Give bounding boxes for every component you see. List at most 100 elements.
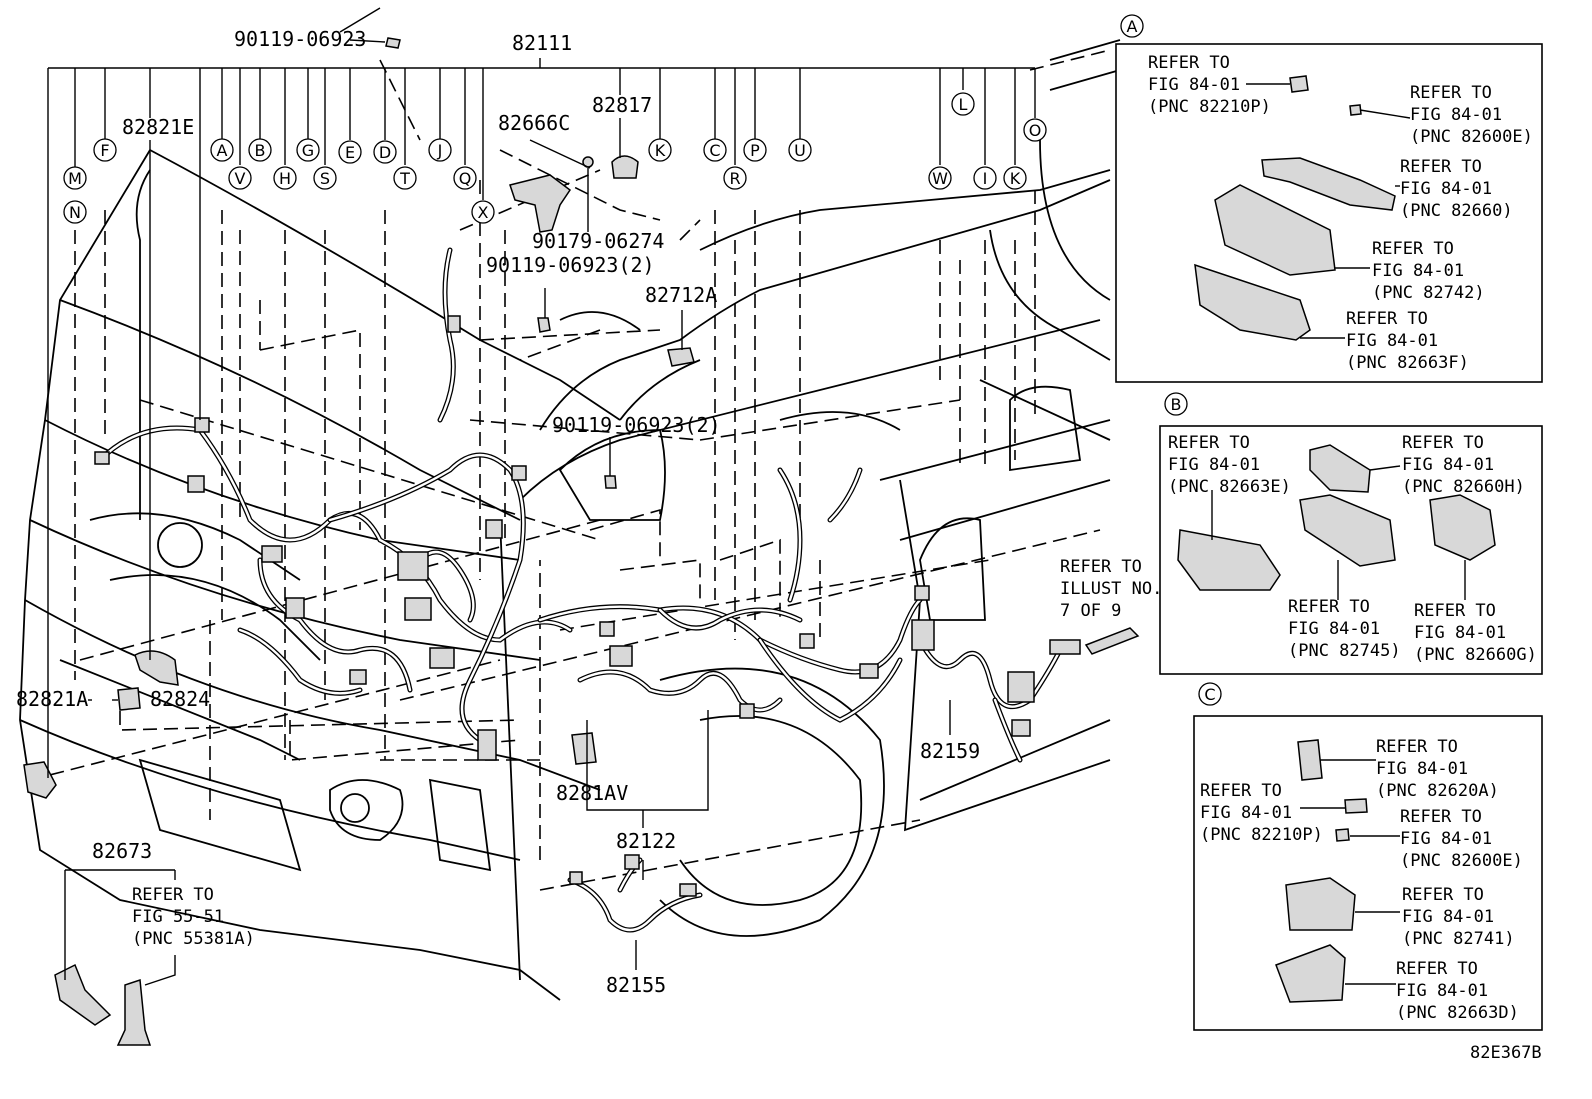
callout-circle-e <box>338 140 362 164</box>
callout-letter-s: S <box>320 169 330 188</box>
callout-circle-j <box>428 138 452 162</box>
callout-letter-r: R <box>729 169 740 188</box>
callout-circle-o <box>1023 118 1047 142</box>
callout-circle-x <box>471 200 495 224</box>
callout-letter-q: Q <box>459 169 472 188</box>
callout-letter-k: K <box>655 141 666 160</box>
label-90119b: 90119-06923(2) <box>486 253 655 277</box>
callout-circle-k <box>648 138 672 162</box>
bolt-label-top: 90119-06923 <box>234 27 366 51</box>
callout-letter-m: M <box>68 169 82 188</box>
inset-a-ref-1-l3: (PNC 82210P) <box>1148 97 1271 117</box>
callout-letter-i: I <box>983 169 988 188</box>
label-90179: 90179-06274 <box>532 229 664 253</box>
inset-b-ref-1-l3: (PNC 82663E) <box>1168 477 1291 497</box>
label-82821E: 82821E <box>122 115 194 139</box>
callout-circle-n <box>63 200 87 224</box>
inset-a-ref-2-l3: (PNC 82600E) <box>1410 127 1533 147</box>
inset-c-ref-3-l2: FIG 84-01 <box>1400 829 1492 849</box>
inset-a-ref-1-l1: REFER TO <box>1148 53 1230 73</box>
callout-letter-l: L <box>959 95 968 114</box>
leader-lines <box>47 7 1036 986</box>
inset-a-ref-2-l1: REFER TO <box>1410 83 1492 103</box>
callout-circle-d <box>373 140 397 164</box>
callout-letter-c: C <box>709 141 720 160</box>
label-82712A: 82712A <box>645 283 717 307</box>
callout-letter-j: J <box>437 141 443 160</box>
inset-a-ref-3-l2: FIG 84-01 <box>1400 179 1492 199</box>
inset-a-letter: A <box>1127 17 1138 36</box>
inset-c-ref-1-l1: REFER TO <box>1376 737 1458 757</box>
callout-circle-k <box>1003 166 1027 190</box>
inset-b-ref-2-l2: FIG 84-01 <box>1402 455 1494 475</box>
inset-b-ref-1-l1: REFER TO <box>1168 433 1250 453</box>
inset-b-ref-2-l3: (PNC 82660H) <box>1402 477 1525 497</box>
inset-a-ref-1-l2: FIG 84-01 <box>1148 75 1240 95</box>
inset-b-ref-1-l2: FIG 84-01 <box>1168 455 1260 475</box>
callout-circle-q <box>453 166 477 190</box>
callout-letter-e: E <box>345 143 355 162</box>
callout-letter-o: O <box>1029 121 1042 140</box>
callout-letter-g: G <box>302 141 314 160</box>
ref-55-3: (PNC 55381A) <box>132 929 255 949</box>
callout-letter-n: N <box>69 203 81 222</box>
callout-circle-r <box>723 166 747 190</box>
inset-c-ref-5-l2: FIG 84-01 <box>1396 981 1488 1001</box>
callout-letter-k: K <box>1010 169 1021 188</box>
inset-c-ref-2-l2: FIG 84-01 <box>1200 803 1292 823</box>
inset-c-ref-5-l3: (PNC 82663D) <box>1396 1003 1519 1023</box>
callout-letter-x: X <box>478 203 489 222</box>
label-8281AV: 8281AV <box>556 781 628 805</box>
callout-letter-p: P <box>750 141 760 160</box>
inset-a-ref-5-l3: (PNC 82663F) <box>1346 353 1469 373</box>
inset-a-ref-4-l3: (PNC 82742) <box>1372 283 1485 303</box>
inset-a: A REFER TO FIG 84-01 (PNC 82210P) REFER … <box>1115 14 1543 383</box>
callout-circle-p <box>743 138 767 162</box>
inset-c-letter: C <box>1204 685 1215 704</box>
inset-a-ref-2-l2: FIG 84-01 <box>1410 105 1502 125</box>
label-82821A: 82821A <box>16 687 88 711</box>
main-view-parts <box>23 37 1140 1046</box>
label-82159: 82159 <box>920 739 980 763</box>
callout-circle-i <box>973 166 997 190</box>
vehicle-body-outline <box>19 39 1121 1001</box>
label-82817: 82817 <box>592 93 652 117</box>
callout-circle-h <box>273 166 297 190</box>
harness-connectors <box>94 315 1081 897</box>
inset-c: C REFER TO FIG 84-01 (PNC 82620A) REFER … <box>1193 682 1543 1031</box>
inset-c-ref-1-l2: FIG 84-01 <box>1376 759 1468 779</box>
inset-c-ref-5-l1: REFER TO <box>1396 959 1478 979</box>
callout-circle-l <box>951 92 975 116</box>
inset-b-ref-3-l2: FIG 84-01 <box>1288 619 1380 639</box>
inset-a-ref-4-l1: REFER TO <box>1372 239 1454 259</box>
inset-a-ref-3-l1: REFER TO <box>1400 157 1482 177</box>
label-82673: 82673 <box>92 839 152 863</box>
callout-circle-g <box>296 138 320 162</box>
callout-circle-m <box>63 166 87 190</box>
part-labels: 90119-06923 82111 82821E 82666C 82817 90… <box>16 27 1542 1063</box>
inset-a-ref-4-l2: FIG 84-01 <box>1372 261 1464 281</box>
inset-b-ref-3-l3: (PNC 82745) <box>1288 641 1401 661</box>
inset-c-ref-4-l3: (PNC 82741) <box>1402 929 1515 949</box>
ref-illust-3: 7 OF 9 <box>1060 601 1121 621</box>
inset-b-ref-4-l2: FIG 84-01 <box>1414 623 1506 643</box>
dashed-guide-lines <box>29 49 1111 891</box>
main-part-label: 82111 <box>512 31 572 55</box>
inset-b-letter: B <box>1171 395 1182 414</box>
inset-c-ref-4-l2: FIG 84-01 <box>1402 907 1494 927</box>
inset-a-letter-circle <box>1120 14 1144 38</box>
callout-letter-a: A <box>217 141 228 160</box>
label-82666C: 82666C <box>498 111 570 135</box>
callout-letter-v: V <box>235 169 246 188</box>
callout-letter-h: H <box>279 169 291 188</box>
inset-b-ref-4-l3: (PNC 82660G) <box>1414 645 1537 665</box>
inset-b: B REFER TO FIG 84-01 (PNC 82663E) REFER … <box>1159 392 1543 675</box>
label-90119c: 90119-06923(2) <box>552 413 721 437</box>
inset-c-ref-3-l3: (PNC 82600E) <box>1400 851 1523 871</box>
inset-b-ref-2-l1: REFER TO <box>1402 433 1484 453</box>
inset-c-ref-2-l1: REFER TO <box>1200 781 1282 801</box>
callout-circle-t <box>393 166 417 190</box>
inset-c-ref-4-l1: REFER TO <box>1402 885 1484 905</box>
